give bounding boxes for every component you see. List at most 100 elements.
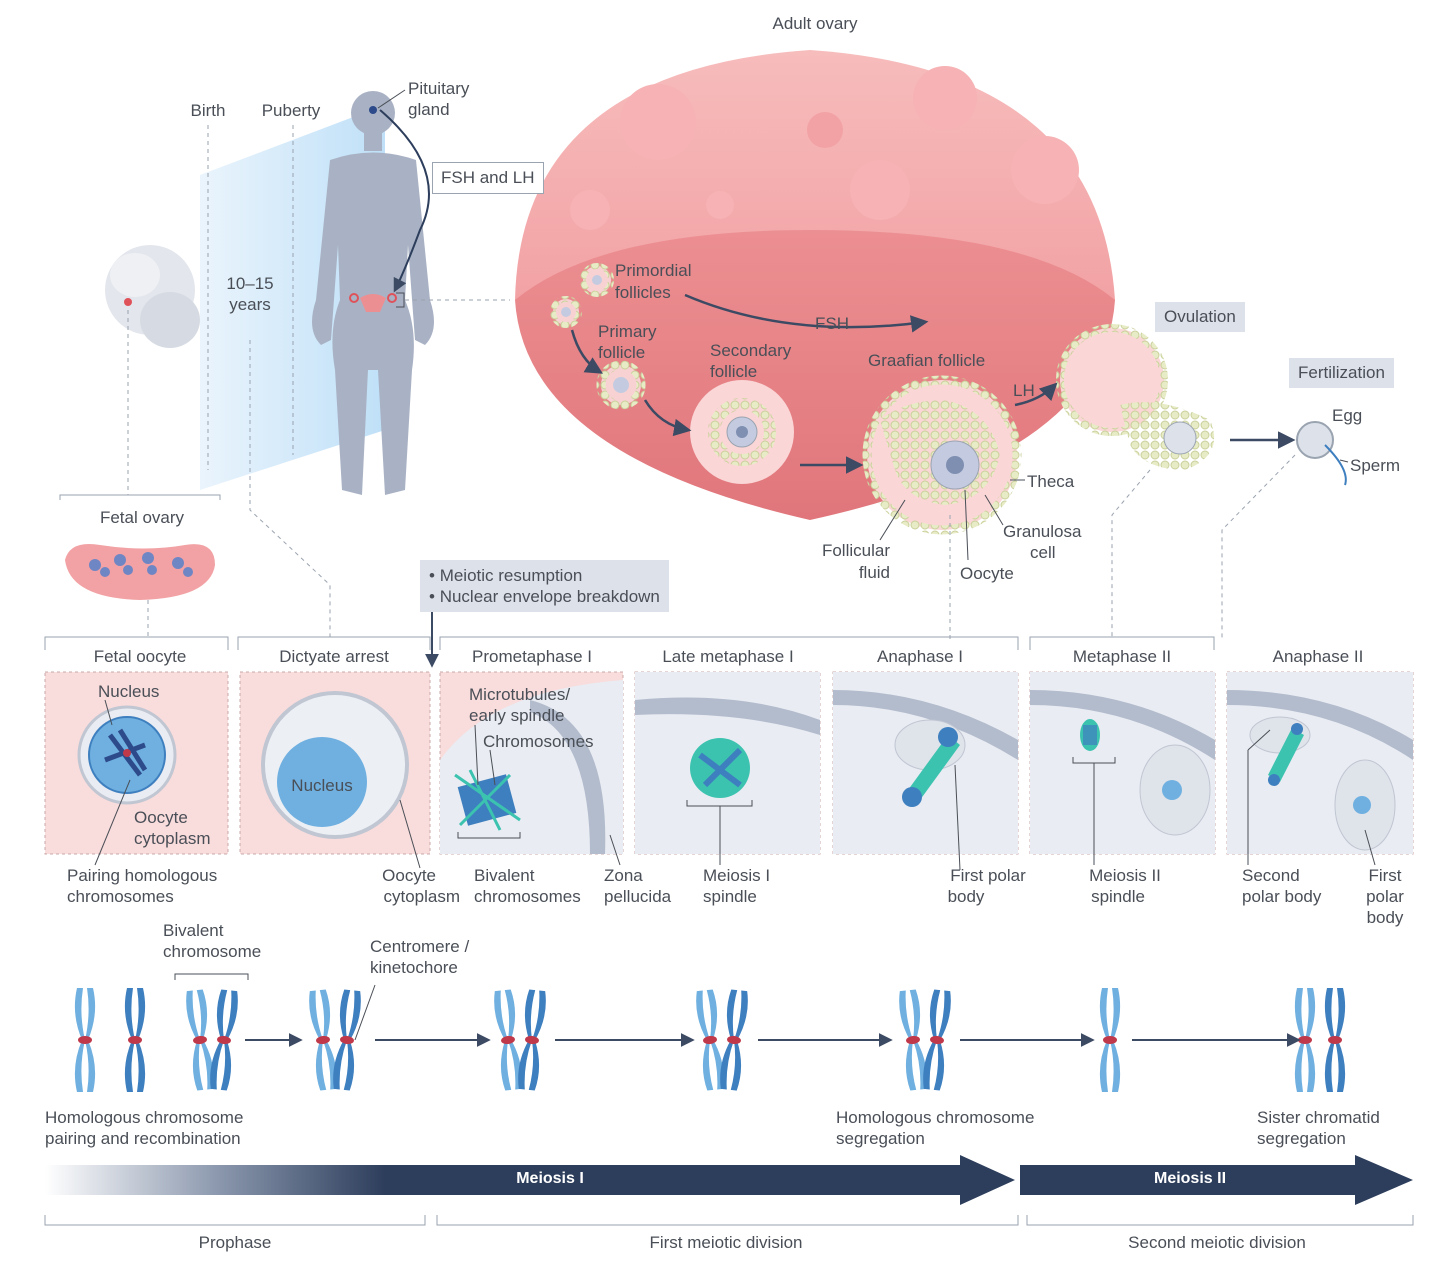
fertilization-tag: Fertilization [1289,358,1394,388]
adult-ovary-label: Adult ovary [772,14,858,33]
centromere-label-1: Centromere / [370,937,470,956]
primary-follicle [596,360,646,410]
primordial-label-2: follicles [615,283,671,302]
fetus-graphic [105,245,200,348]
primordial-follicle-2 [550,296,582,328]
bivalent-chromo-label-1: Bivalent [163,921,224,940]
chromosome-shape [1294,988,1316,1092]
panel-title-dictyate-arrest: Dictyate arrest [279,647,389,666]
arrow-primordial-primary [570,329,604,374]
panel-title-prometaphase-1: Prometaphase I [471,647,593,666]
chromosome-shape [720,989,748,1091]
panel-anaphase-1 [832,671,1019,871]
chromosome-shape [923,989,951,1091]
caption-second-polar-2: polar body [1242,887,1322,906]
follicular-label-2: fluid [858,563,890,582]
arrow-lh [1014,382,1058,407]
hom-seg-label-2: segregation [836,1129,925,1148]
age-label-2: years [229,295,271,314]
fetal-ovary [65,544,215,600]
caption-bivalent-2: chromosomes [474,887,581,906]
fsh-label: FSH [815,314,849,333]
secondary-follicle [690,380,794,484]
oocyte-label: Oocyte [960,564,1014,583]
lh-label: LH [1013,381,1035,400]
second-division-label: Second meiotic division [1128,1233,1306,1252]
caption-first-polar2-1: First [1368,866,1402,885]
panel-fetal-oocyte [44,671,229,866]
meiotic-notes-box: • Meiotic resumption • Nuclear envelope … [420,560,669,612]
chromosome-shape [74,988,96,1092]
follicular-label-1: Follicular [821,541,890,560]
panel-title-late-metaphase-1: Late metaphase I [662,647,794,666]
prophase-label: Prophase [198,1233,272,1252]
meiotic-note-1: • Meiotic resumption [429,566,583,585]
fetal-cytoplasm-label-2: cytoplasm [134,829,211,848]
caption-oocyte-cyto-2: cytoplasm [383,887,460,906]
chromosome-shape [494,989,522,1091]
primary-label-1: Primary [598,322,657,341]
primordial-label-1: Primordial [615,261,692,280]
microtubules-label-2: early spindle [469,706,565,725]
arrow-fsh [684,293,929,333]
bivalent-chromo-label-2: chromosome [163,942,262,961]
meiotic-note-2: • Nuclear envelope breakdown [429,587,660,606]
caption-oocyte-cyto-1: Oocyte [382,866,436,885]
hormone-arrow [379,109,430,293]
dictyate-nucleus-label: Nucleus [291,776,353,795]
panel-title-fetal-oocyte: Fetal oocyte [93,647,187,666]
panel-dictyate-arrest [239,671,431,869]
fsh-lh-box: FSH and LH [432,162,544,194]
age-label-1: 10–15 [226,274,274,293]
ovulating-follicle [1056,324,1215,470]
fetal-nucleus-label: Nucleus [98,682,160,701]
caption-pairing-2: chromosomes [67,887,174,906]
egg-and-sperm [1296,421,1347,486]
caption-first-polar2-3: body [1366,908,1404,927]
microtubules-label-1: Microtubules/ [469,685,571,704]
hom-seg-label-1: Homologous chromosome [836,1108,1035,1127]
panel-prometaphase-1 [439,671,624,866]
human-silhouette [312,91,434,495]
chromosome-shape [124,988,146,1092]
arrow-primary-secondary [643,399,692,437]
graafian-label: Graafian follicle [868,351,986,370]
chromosome-shape [1099,988,1121,1092]
panel-title-metaphase-2: Metaphase II [1072,647,1172,666]
chromosome-shape [186,989,214,1091]
puberty-label: Puberty [261,101,321,120]
primary-label-2: follicle [598,343,646,362]
caption-m2-spindle-1: Meiosis II [1089,866,1161,885]
meiosis-1-label: Meiosis I [516,1170,584,1187]
pituitary-label-2: gland [408,100,450,119]
sister-seg-label-2: segregation [1257,1129,1346,1148]
pairing-label-2: pairing and recombination [45,1129,241,1148]
chromosome-shape [309,989,337,1091]
chromosome-shape [333,989,361,1091]
chromosome-shape [899,989,927,1091]
caption-zona-2: pellucida [604,887,672,906]
secondary-label-2: follicle [710,362,758,381]
sister-seg-label-1: Sister chromatid [1257,1108,1380,1127]
caption-first-polar-2: body [947,887,985,906]
panel-metaphase-2 [1029,671,1216,865]
ovulation-tag: Ovulation [1155,302,1245,332]
caption-m2-spindle-2: spindle [1091,887,1145,906]
caption-zona-1: Zona [604,866,643,885]
fetal-ovary-label: Fetal ovary [99,508,185,527]
chromosomes-label: Chromosomes [483,732,594,751]
caption-m1-spindle-2: spindle [703,887,757,906]
panel-late-metaphase-1 [634,671,821,865]
pairing-label-1: Homologous chromosome [45,1108,244,1127]
caption-first-polar2-2: polar [1366,887,1404,906]
chromosome-shape [696,989,724,1091]
caption-second-polar-1: Second [1242,866,1300,885]
panel-title-anaphase-1: Anaphase I [876,647,964,666]
meiosis-2-label: Meiosis II [1153,1170,1227,1187]
centromere-label-2: kinetochore [370,958,458,977]
theca-label: Theca [1027,472,1075,491]
meiosis-bar [45,1155,1413,1205]
sperm-label: Sperm [1350,456,1401,475]
pituitary-label-1: Pituitary [408,79,470,98]
